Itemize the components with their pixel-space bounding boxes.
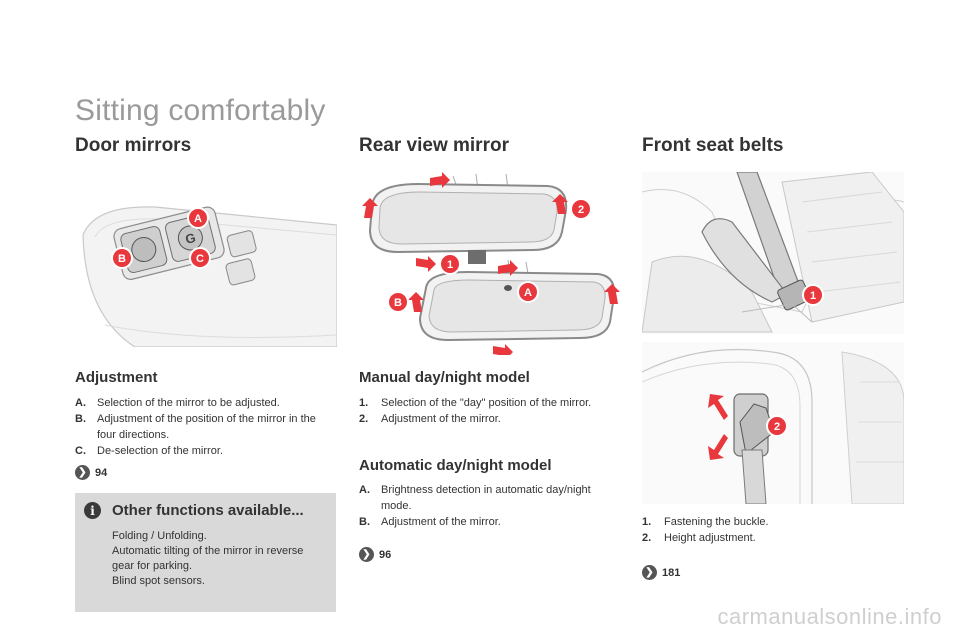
list-item: 1.Selection of the "day" position of the… [359, 397, 592, 409]
callout-2-label: 2 [774, 421, 780, 433]
info-box: i Other functions available... Folding /… [75, 493, 336, 612]
callout-1 [439, 253, 461, 275]
list-item: A.Brightness detection in automatic day/… [359, 484, 591, 512]
callout-a-label: A [194, 213, 202, 225]
callout-c-label: C [196, 253, 204, 265]
info-icon: i [84, 502, 101, 519]
chevron-right-icon: ❯ [359, 547, 374, 562]
list-item: 2.Adjustment of the mirror. [359, 413, 501, 425]
callout-b [111, 247, 133, 269]
door-mirrors-title: Door mirrors [75, 135, 192, 156]
page-ref-96[interactable]: ❯ 96 [359, 547, 391, 562]
info-line: Automatic tilting of the mirror in rever… [112, 545, 304, 572]
rear-view-mirror-illustration: 2 1 B A [362, 172, 620, 355]
callout-a [187, 207, 209, 229]
seat-belt-buckle-illustration: 1 [642, 172, 904, 334]
callout-b-label: B [394, 297, 402, 309]
chevron-right-icon: ❯ [642, 565, 657, 580]
manual-model-subtitle: Manual day/night model [359, 369, 530, 386]
list-item: B.Adjustment of the position of the mirr… [75, 413, 316, 441]
list-item: C.De-selection of the mirror. [75, 445, 223, 457]
door-mirrors-list: A.Selection of the mirror to be adjusted… [75, 395, 330, 459]
info-line: Folding / Unfolding. [112, 530, 207, 542]
front-seat-belts-title: Front seat belts [642, 135, 784, 156]
list-item: B.Adjustment of the mirror. [359, 516, 501, 528]
page-title: Sitting comfortably [75, 94, 326, 127]
callout-1-label: 1 [810, 290, 816, 302]
rear-view-mirror-title: Rear view mirror [359, 135, 509, 156]
callout-c [189, 247, 211, 269]
callout-a [517, 281, 539, 303]
svg-text:G: G [184, 230, 197, 247]
callout-2-label: 2 [578, 204, 584, 216]
list-item: A.Selection of the mirror to be adjusted… [75, 397, 280, 409]
callout-1 [802, 284, 824, 306]
list-item: 2.Height adjustment. [642, 532, 756, 544]
callout-2 [766, 415, 788, 437]
callout-2 [570, 198, 592, 220]
page-ref-94[interactable]: ❯ 94 [75, 465, 107, 480]
front-seat-belts-list: 1.Fastening the buckle. 2.Height adjustm… [642, 514, 904, 546]
callout-b-label: B [118, 253, 126, 265]
adjustment-subtitle: Adjustment [75, 369, 158, 386]
seat-belt-height-illustration: 2 [642, 342, 904, 504]
page-ref-181[interactable]: ❯ 181 [642, 565, 680, 580]
chevron-right-icon: ❯ [75, 465, 90, 480]
info-box-lines: Folding / Unfolding. Automatic tilting o… [112, 529, 327, 589]
automatic-model-list: A.Brightness detection in automatic day/… [359, 482, 621, 530]
callout-1-label: 1 [447, 259, 453, 271]
info-line: Blind spot sensors. [112, 575, 205, 587]
manual-model-list: 1.Selection of the "day" position of the… [359, 395, 621, 427]
callout-b [387, 291, 409, 313]
callout-a-label: A [524, 287, 532, 299]
automatic-model-subtitle: Automatic day/night model [359, 457, 552, 474]
watermark: carmanualsonline.info [717, 604, 942, 629]
door-mirror-control-illustration: G A B C [82, 206, 337, 347]
list-item: 1.Fastening the buckle. [642, 516, 769, 528]
info-box-title: Other functions available... [112, 502, 304, 519]
